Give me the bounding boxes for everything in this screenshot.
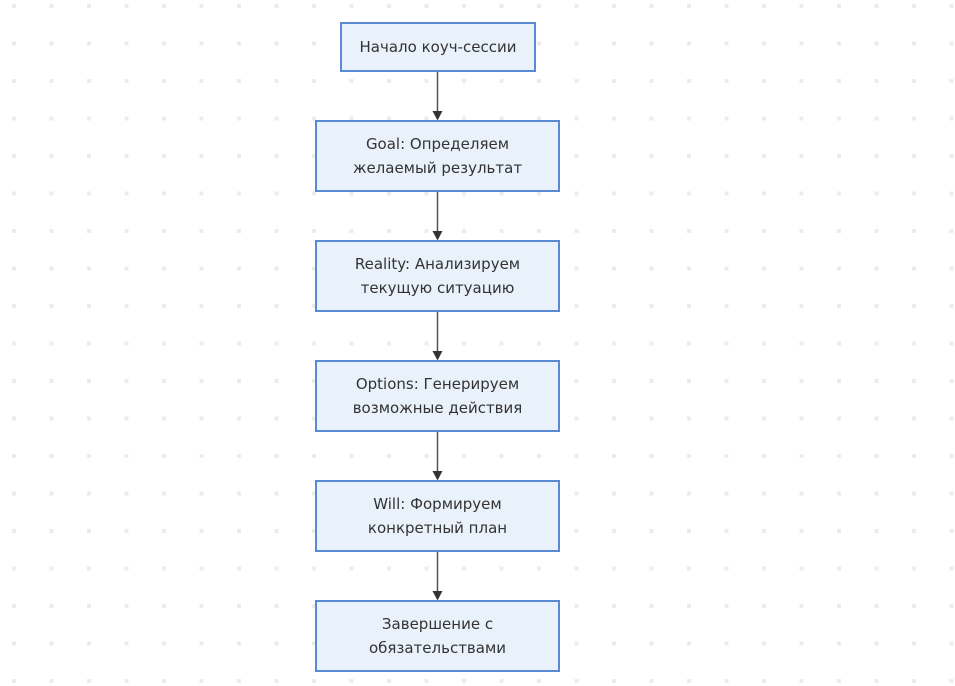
edge-start-goal [432,72,443,121]
node-label-line: текущую ситуацию [360,279,515,297]
arrowhead-icon [432,591,443,601]
node-label-line: Will: Формируем [373,495,502,513]
node-label-line: возможные действия [352,399,523,417]
arrowhead-icon [432,111,443,121]
node-label-line: конкретный план [367,519,508,537]
arrowhead-icon [432,231,443,241]
node-label-line: Завершение с [381,615,494,633]
node-label-line: Options: Генерируем [355,375,520,393]
flow-node-reality: Reality: Анализируем текущую ситуацию [315,240,560,312]
edge-reality-options [432,312,443,361]
edge-goal-reality [432,192,443,241]
edge-will-end [432,552,443,601]
node-label-line: Reality: Анализируем [354,255,521,273]
node-label-line: желаемый результат [352,159,523,177]
node-label-line: Goal: Определяем [365,135,510,153]
flow-node-start: Начало коуч-сессии [340,22,536,72]
flow-node-goal: Goal: Определяем желаемый результат [315,120,560,192]
arrowhead-icon [432,351,443,361]
flow-node-options: Options: Генерируем возможные действия [315,360,560,432]
node-label-line: Начало коуч-сессии [359,38,517,56]
edge-options-will [432,432,443,481]
flow-node-will: Will: Формируем конкретный план [315,480,560,552]
arrowhead-icon [432,471,443,481]
flow-node-end: Завершение с обязательствами [315,600,560,672]
node-label-line: обязательствами [368,639,507,657]
